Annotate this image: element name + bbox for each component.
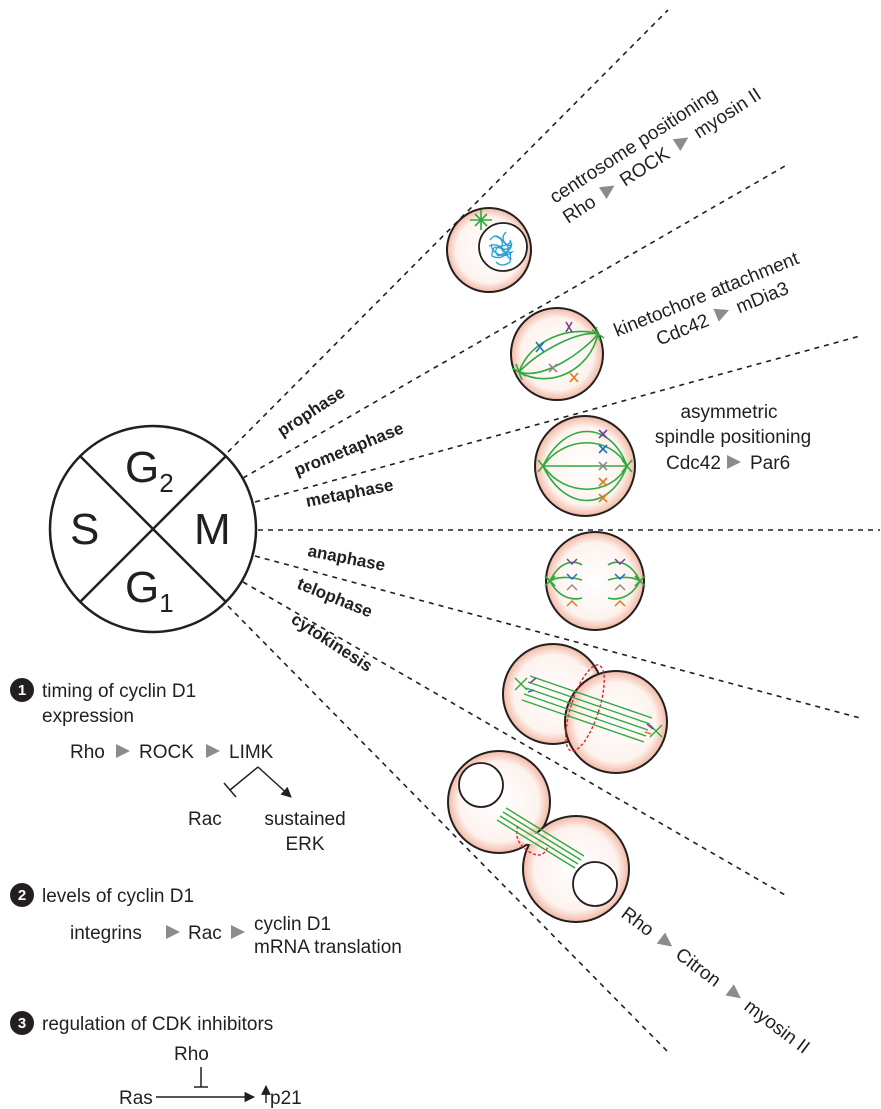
telophase-cell bbox=[502, 643, 668, 774]
item3-rho: Rho bbox=[174, 1044, 209, 1065]
item2-chain-integrins: integrins bbox=[70, 923, 142, 944]
item2-cyclin-d1: cyclin D1 bbox=[254, 914, 331, 935]
radial-line bbox=[254, 335, 861, 503]
cytokinesis-chain-myosin: myosin II bbox=[740, 996, 813, 1059]
item1-chain-rho: Rho bbox=[70, 742, 105, 763]
cytokinesis-label: cytokinesis bbox=[288, 609, 376, 675]
asymmetric-label: asymmetric bbox=[680, 402, 777, 423]
item1-chain-rock: ROCK bbox=[139, 742, 194, 763]
arrow-triangle bbox=[116, 744, 130, 758]
number-bullet-text: 2 bbox=[18, 887, 26, 904]
prometaphase-annotation: kinetochore attachment Cdc42 mDia3 bbox=[611, 248, 803, 350]
g1-item-1: 1 timing of cyclin D1 expression Rho ROC… bbox=[10, 678, 346, 855]
g1-item-3: 3 regulation of CDK inhibitors Rho Ras p… bbox=[10, 1011, 302, 1109]
anaphase-cell bbox=[544, 531, 646, 631]
g1-item-2: 2 levels of cyclin D1 integrins Rac cycl… bbox=[10, 883, 402, 958]
item1-title: timing of cyclin D1 bbox=[42, 681, 196, 702]
item2-chain-rac: Rac bbox=[188, 923, 222, 944]
number-bullet-text: 1 bbox=[18, 682, 26, 699]
item3-ras: Ras bbox=[119, 1088, 153, 1109]
cytokinesis-chain-citron: Citron bbox=[671, 944, 724, 991]
phase-g2-label: G2 bbox=[125, 443, 174, 498]
inhibition-bar bbox=[223, 782, 237, 798]
metaphase-label: metaphase bbox=[304, 475, 395, 511]
number-bullet-text: 3 bbox=[18, 1015, 26, 1032]
prophase-cell bbox=[446, 207, 532, 293]
prophase-label: prophase bbox=[274, 383, 349, 441]
metaphase-chain-cdc42: Cdc42 bbox=[666, 453, 721, 474]
arrow-triangle bbox=[713, 308, 730, 322]
radial-line bbox=[227, 605, 669, 1053]
phase-s-label: S bbox=[70, 505, 99, 554]
item1-sustained: sustained bbox=[264, 809, 345, 830]
cell-cycle-wheel: G2 S M G1 bbox=[48, 424, 258, 634]
metaphase-chain-par6: Par6 bbox=[750, 453, 790, 474]
arrow-triangle bbox=[166, 925, 180, 939]
number-bullet bbox=[10, 883, 34, 907]
arrow-triangle bbox=[656, 932, 673, 947]
radial-line bbox=[254, 555, 861, 719]
prophase-annotation: centrosome positioning Rho ROCK myosin I… bbox=[546, 84, 765, 228]
radial-lines bbox=[227, 9, 880, 1053]
item1-erk: ERK bbox=[285, 834, 324, 855]
arrow-triangle bbox=[727, 455, 741, 469]
item1-chain-limk: LIMK bbox=[229, 742, 274, 763]
item2-title: levels of cyclin D1 bbox=[42, 886, 194, 907]
cytokinesis-cell bbox=[447, 750, 630, 923]
arrow-triangle bbox=[672, 137, 689, 152]
item1-rac: Rac bbox=[188, 809, 222, 830]
activation-arrow bbox=[257, 766, 292, 798]
spindle-positioning-label: spindle positioning bbox=[655, 427, 811, 448]
arrow-triangle bbox=[231, 925, 245, 939]
item3-title: regulation of CDK inhibitors bbox=[42, 1014, 273, 1035]
metaphase-annotation: asymmetric spindle positioning Cdc42 Par… bbox=[655, 402, 811, 474]
centrosome-positioning-label: centrosome positioning bbox=[546, 84, 721, 208]
item1-title-line2: expression bbox=[42, 706, 134, 727]
radial-line bbox=[242, 581, 786, 896]
cytokinesis-chain-rho: Rho bbox=[617, 903, 657, 941]
metaphase-cell bbox=[534, 415, 636, 517]
cytokinesis-annotation: Rho Citron myosin II bbox=[617, 903, 813, 1058]
arrow-triangle bbox=[206, 744, 220, 758]
prometaphase-label: prometaphase bbox=[291, 419, 406, 480]
number-bullet bbox=[10, 1011, 34, 1035]
phase-m-label: M bbox=[194, 505, 231, 554]
prometaphase-cell bbox=[510, 307, 605, 401]
number-bullet bbox=[10, 678, 34, 702]
phase-g1-label: G1 bbox=[125, 563, 174, 618]
item3-p21: p21 bbox=[270, 1088, 302, 1109]
arrow-triangle bbox=[725, 984, 741, 999]
arrow-triangle bbox=[598, 185, 615, 199]
anaphase-label: anaphase bbox=[306, 541, 387, 575]
radial-line bbox=[227, 9, 669, 453]
radial-line bbox=[242, 165, 786, 479]
item2-mrna-translation: mRNA translation bbox=[254, 937, 402, 958]
inhibition-line bbox=[229, 766, 259, 791]
